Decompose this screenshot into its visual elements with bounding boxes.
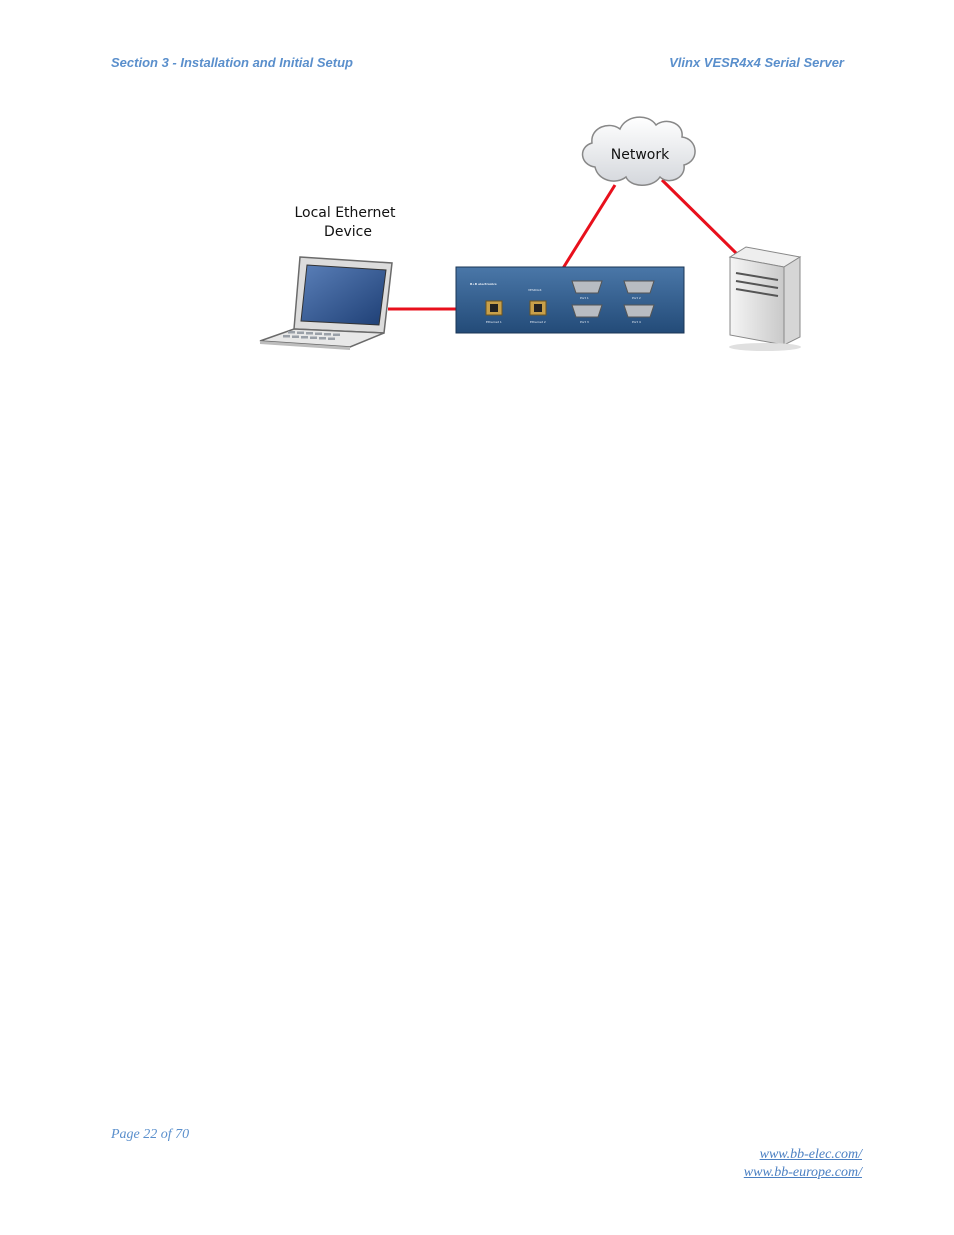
footer-links: www.bb-elec.com/ www.bb-europe.com/ — [744, 1146, 862, 1182]
serial-server-device: B+B electronics VESR4x4 Ethernet 1 Ether… — [455, 266, 685, 334]
serial-port-1-label: Port 1 — [580, 296, 589, 300]
serial-port-4-label: Port 4 — [632, 320, 641, 324]
serial-port-1: Port 1 — [571, 280, 603, 300]
network-label: Network — [611, 147, 670, 163]
header-product-title: Vlinx VESR4x4 Serial Server — [669, 55, 844, 70]
serial-port-3: Port 3 — [571, 304, 603, 324]
bb-elec-link[interactable]: www.bb-elec.com/ — [759, 1147, 862, 1162]
bb-europe-link[interactable]: www.bb-europe.com/ — [743, 1165, 862, 1180]
network-cloud-icon: Network — [581, 116, 696, 186]
serial-port-2-label: Port 2 — [632, 296, 641, 300]
network-diagram: Network Local Ethernet Device B+B electr… — [259, 116, 802, 351]
ethernet-port-1: Ethernet 1 — [485, 300, 503, 324]
device-model-text: VESR4x4 — [528, 288, 542, 292]
ethernet-port-1-label: Ethernet 1 — [486, 320, 502, 324]
ethernet-port-2: Ethernet 2 — [529, 300, 547, 324]
local-device-label-line2: Device — [324, 224, 372, 240]
serial-port-3-label: Port 3 — [580, 320, 589, 324]
serial-port-4: Port 4 — [623, 304, 655, 324]
header-section-title: Section 3 - Installation and Initial Set… — [111, 55, 353, 70]
laptop-icon — [259, 256, 393, 350]
ethernet-port-2-label: Ethernet 2 — [530, 320, 546, 324]
server-tower-icon — [728, 246, 802, 351]
page-number: Page 22 of 70 — [111, 1127, 190, 1142]
cable-network-to-server — [660, 178, 740, 257]
local-device-label-line1: Local Ethernet — [294, 205, 396, 221]
serial-port-2: Port 2 — [623, 280, 655, 300]
device-brand-text: B+B electronics — [470, 282, 497, 286]
